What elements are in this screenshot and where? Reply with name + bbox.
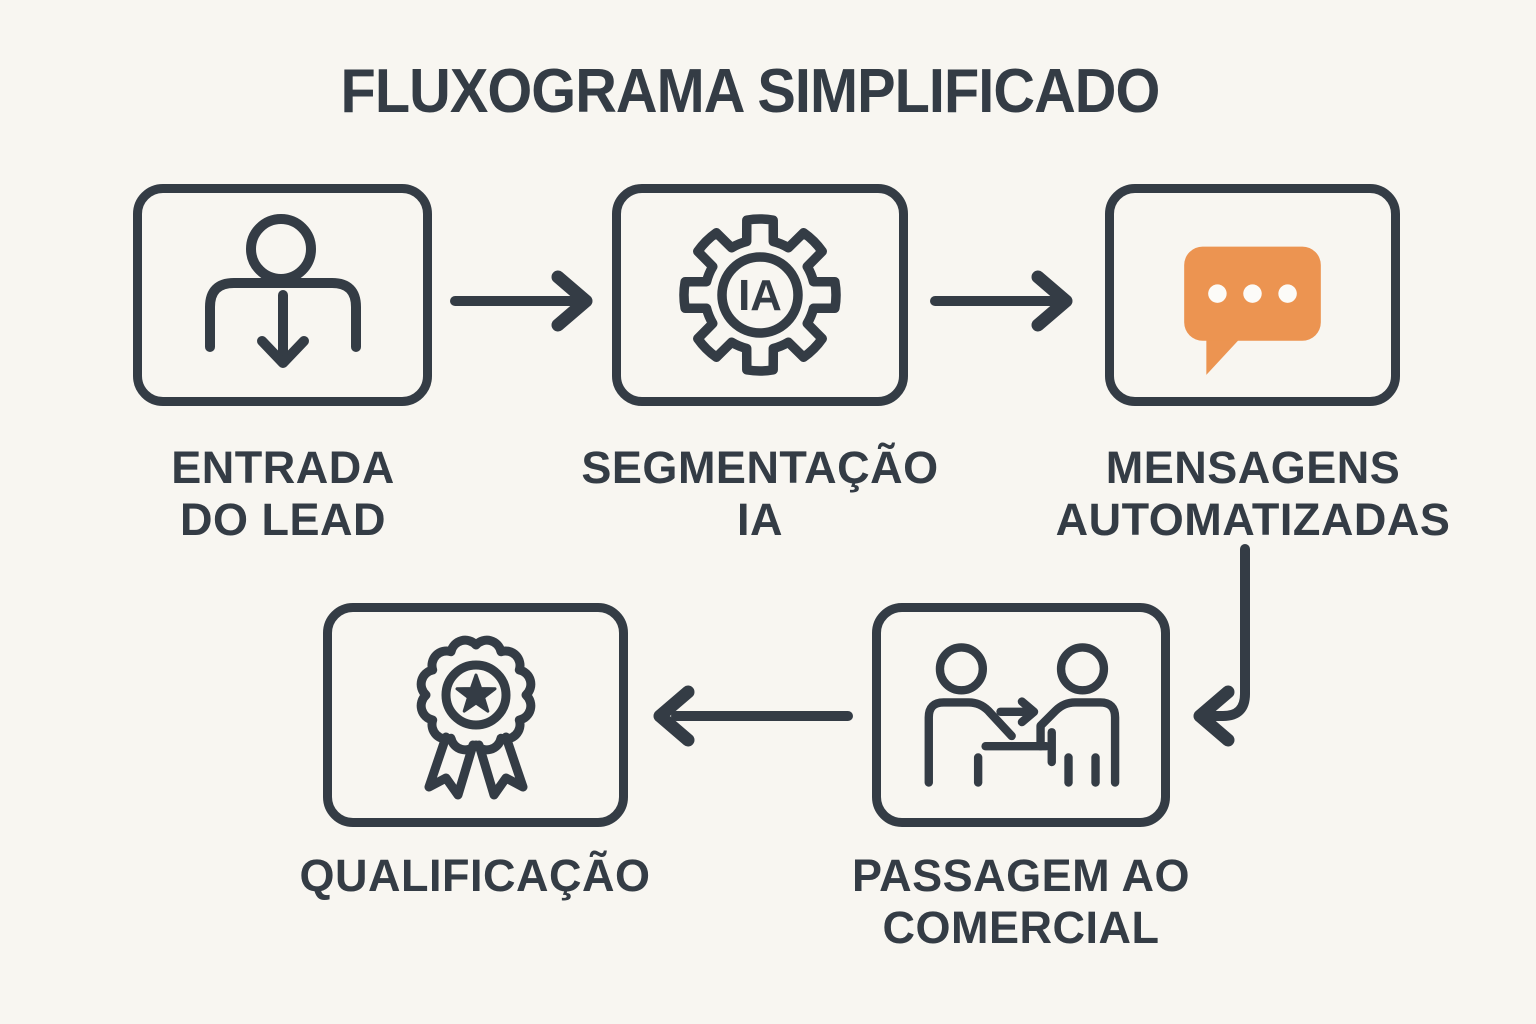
arrow-entrada-to-segmentacao: [450, 270, 593, 332]
transfer-arrow-icon: [996, 696, 1039, 726]
award-ribbon-icon: [416, 635, 535, 800]
node-label-entrada: ENTRADA DO LEAD: [171, 442, 395, 545]
arrow-segmentacao-to-mensagens: [930, 270, 1073, 332]
node-label-passagem: PASSAGEM AO COMERCIAL: [851, 850, 1191, 953]
node-qualificacao: [323, 603, 628, 827]
gear-ai-icon: IA: [679, 214, 841, 376]
person-lead-in-icon: [204, 214, 361, 368]
handshake-transfer-icon: [924, 642, 1120, 787]
node-entrada-do-lead: [133, 184, 432, 406]
node-label-qualificacao: QUALIFICAÇÃO: [299, 850, 651, 901]
arrow-passagem-to-qualificacao: [653, 685, 853, 747]
gear-ia-text: IA: [738, 271, 782, 320]
arrow-mensagens-to-passagem: [1193, 544, 1250, 747]
node-segmentacao-ia: IA: [612, 184, 908, 406]
node-label-segmentacao: SEGMENTAÇÃO IA: [581, 442, 939, 545]
node-mensagens-automatizadas: [1105, 184, 1400, 406]
node-passagem-ao-comercial: [872, 603, 1170, 827]
node-label-mensagens: MENSAGENS AUTOMATIZADAS: [1055, 442, 1451, 545]
page-title: FLUXOGRAMA SIMPLIFICADO: [340, 57, 1161, 126]
chat-bubble-icon: [1184, 246, 1321, 375]
